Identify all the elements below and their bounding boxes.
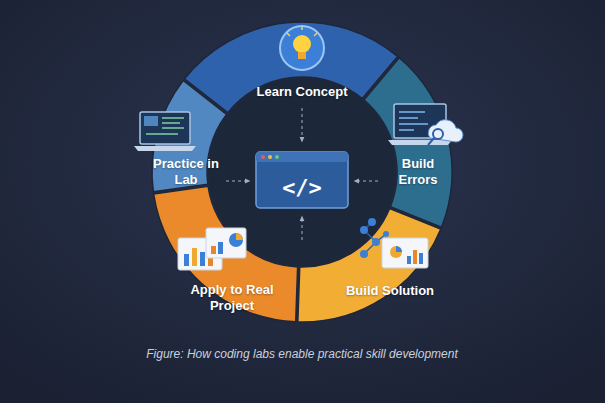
dashboard-icon [178,228,246,270]
center-disk [208,78,396,266]
network-icon [360,218,428,268]
code-window-icon [256,152,348,208]
step-label: Learn Concept [256,84,347,100]
step-label: Build Solution [346,283,434,299]
code-symbol: </> [282,175,322,200]
cycle-step: Practice in Lab [153,156,219,189]
step-label: Practice in Lab [153,156,219,189]
figure-caption: Figure: How coding labs enable practical… [146,347,458,361]
dashed-arrows [226,108,378,240]
cycle-ring [152,22,452,322]
step-label: Apply to Real Project [187,282,277,315]
cycle-step: Learn Concept [256,84,347,100]
lightbulb-icon [280,26,324,70]
laptop-icon [134,112,196,151]
cycle-step: Build Solution [346,283,434,299]
laptop-cloud-icon [388,104,463,145]
cycle-step: Build Errors [390,156,446,189]
step-label: Build Errors [390,156,446,189]
cycle-step: Apply to Real Project [187,282,277,315]
